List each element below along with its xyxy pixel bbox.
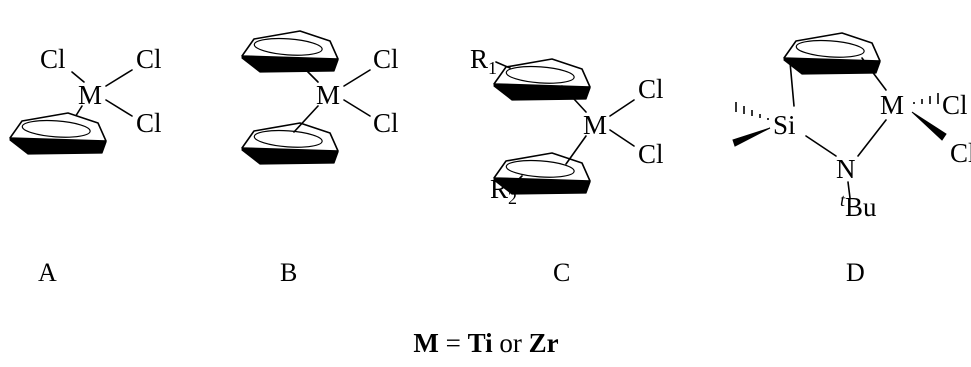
tert-butyl-label: tBu — [840, 190, 877, 222]
structure-d: Si N M Cl Cl tBu — [732, 32, 971, 222]
chloro-label: Cl — [136, 108, 162, 138]
r1-bond — [495, 61, 511, 69]
metal-label: M — [583, 110, 607, 140]
caption-c: C — [553, 258, 570, 287]
m-wedge-chloride — [911, 111, 947, 141]
metal-label: M — [78, 80, 102, 110]
silicon-label: Si — [773, 110, 796, 140]
n-tbu-bond — [847, 181, 851, 199]
cyclopentadienyl-ring-icon — [241, 30, 339, 73]
structure-b: M Cl Cl — [241, 30, 399, 165]
chloro-label: Cl — [373, 44, 399, 74]
structure-c: R1 R2 M Cl Cl — [470, 44, 664, 208]
caption-d: D — [846, 258, 865, 287]
chloro-label: Cl — [950, 138, 971, 168]
m-cl-bond — [343, 99, 371, 117]
cyclopentadienyl-ring-icon — [783, 32, 881, 75]
m-cp-bond — [293, 105, 319, 133]
si-hashed-methyl — [735, 102, 769, 120]
m-hashed-chloride — [913, 93, 939, 104]
chloro-label: Cl — [942, 90, 968, 120]
m-cp-bond — [565, 135, 587, 165]
m-cl-bond — [343, 69, 371, 87]
chloro-label: Cl — [638, 74, 664, 104]
cp-si-bond — [789, 61, 795, 107]
m-cp-bond — [561, 85, 587, 113]
caption-a: A — [38, 258, 57, 287]
si-wedge-methyl — [732, 127, 771, 147]
chloro-label: Cl — [136, 44, 162, 74]
metal-definition: M = Ti or Zr — [413, 328, 558, 358]
structure-a: Cl Cl M Cl — [9, 44, 162, 155]
cp-m-bond — [861, 57, 887, 91]
cyclopentadienyl-ring-icon — [9, 112, 107, 155]
si-n-bond — [805, 135, 837, 157]
r2-substituent-label: R2 — [490, 174, 517, 208]
caption-b: B — [280, 258, 297, 287]
chloro-label: Cl — [638, 139, 664, 169]
n-m-bond — [857, 119, 887, 157]
m-cl-bond — [105, 69, 133, 87]
m-cl-bond — [609, 129, 635, 147]
cyclopentadienyl-ring-icon — [241, 122, 339, 165]
metal-label: M — [316, 80, 340, 110]
cyclopentadienyl-ring-icon — [493, 58, 591, 101]
nitrogen-label: N — [836, 154, 856, 184]
r2-bond — [511, 175, 523, 187]
m-cl-bond — [71, 71, 85, 83]
r1-substituent-label: R1 — [470, 44, 497, 78]
chloro-label: Cl — [373, 108, 399, 138]
metal-label: M — [880, 90, 904, 120]
m-cp-bond — [293, 57, 319, 83]
m-cl-bond — [609, 99, 635, 117]
m-cl-bond — [105, 99, 133, 117]
chloro-label: Cl — [40, 44, 66, 74]
